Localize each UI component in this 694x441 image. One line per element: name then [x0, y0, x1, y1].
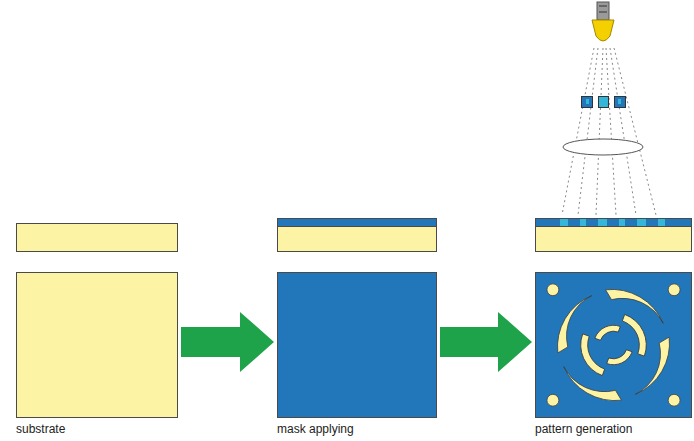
lens [563, 139, 643, 155]
substrate-section [278, 219, 437, 252]
process-stage: mask applying [277, 272, 437, 418]
lamp [592, 2, 614, 41]
substrate-section [536, 219, 692, 252]
substrate-section [17, 224, 178, 252]
photomask [582, 97, 626, 108]
process-arrow [181, 312, 274, 372]
process-stage: substrate [16, 272, 178, 418]
process-arrow [440, 312, 532, 372]
mask-layer [278, 219, 437, 227]
exposed-mask [560, 219, 665, 226]
mask-layer [536, 219, 692, 227]
etched-pattern [536, 273, 691, 417]
stage-caption: substrate [16, 422, 65, 436]
stage-caption: mask applying [277, 422, 354, 436]
light-rays [562, 48, 656, 215]
stage-caption: pattern generation [535, 422, 632, 436]
process-stage: pattern generation [535, 272, 692, 418]
